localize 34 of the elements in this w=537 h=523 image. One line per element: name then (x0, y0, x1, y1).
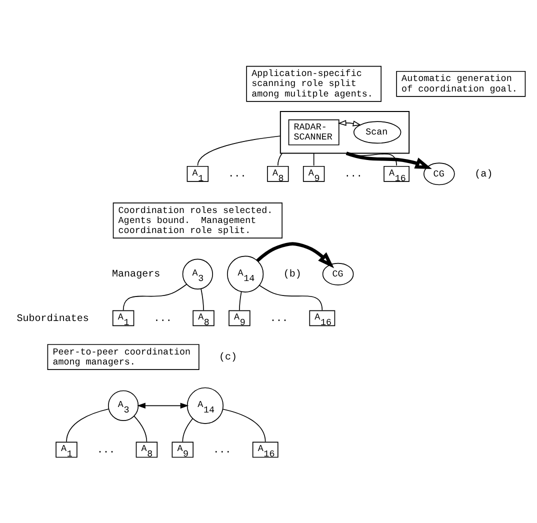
label: (a) (474, 169, 493, 180)
connector (134, 415, 148, 442)
node-box: Automatic generation of coordination goal. (396, 70, 526, 96)
node-box: Application-specific scanning role split among mulitple agents. (246, 65, 382, 102)
connector (258, 284, 323, 310)
connector (313, 152, 314, 166)
node-box: RADAR- SCANNER (288, 118, 340, 145)
label: ... (228, 169, 246, 180)
connector (182, 418, 194, 442)
arrow (346, 151, 432, 168)
node-ellipse: CG (322, 262, 354, 285)
label: ... (344, 169, 362, 180)
connector (197, 135, 281, 166)
connector (122, 283, 188, 310)
cluster (280, 110, 410, 154)
node-box: Coordination roles selected. Agents bound. Management coordination role split. (112, 202, 282, 238)
label: ... (213, 444, 232, 456)
label: (b) (283, 269, 302, 280)
label: ... (96, 444, 116, 456)
label: ... (270, 313, 288, 324)
label: Subordinates (16, 313, 89, 324)
node-ellipse: CG (423, 162, 455, 185)
connector (277, 152, 283, 166)
label: Managers (112, 269, 160, 280)
connector (66, 408, 110, 442)
label: (c) (218, 352, 238, 364)
arrow (338, 120, 362, 126)
connector (200, 288, 204, 310)
arrow (256, 242, 334, 268)
arrow (137, 402, 189, 408)
label: ... (154, 313, 172, 324)
connector (222, 408, 266, 442)
connector (239, 290, 242, 310)
node-box: Peer-to-peer coordination among managers. (47, 344, 200, 370)
